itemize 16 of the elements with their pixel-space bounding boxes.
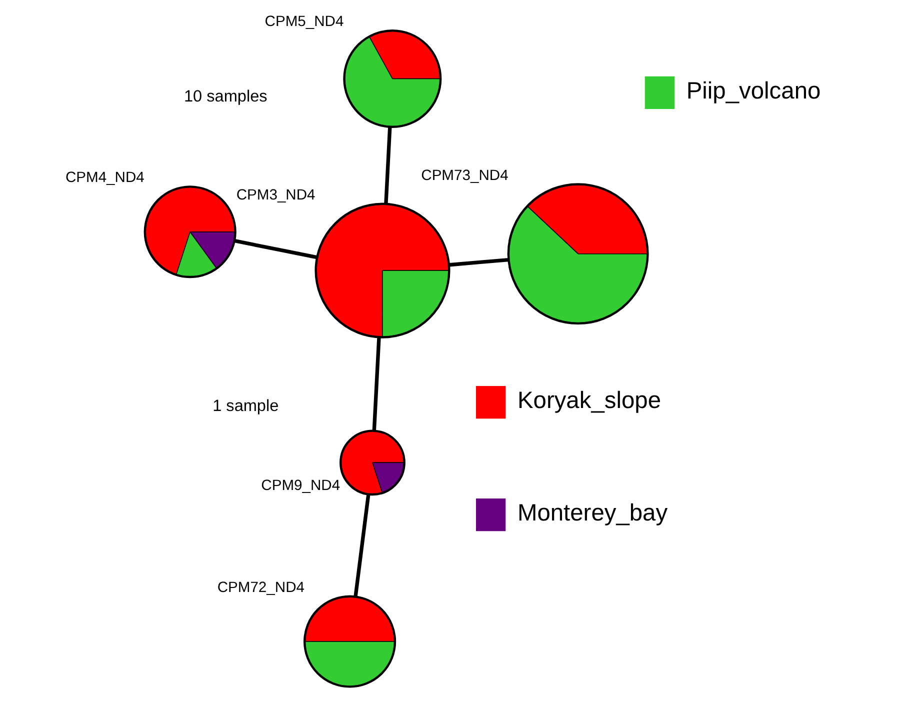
node-label: CPM72_ND4 (216, 580, 304, 596)
label: 10 samples (184, 87, 267, 106)
connector (384, 127, 392, 204)
legend-label: Monterey_bay (516, 500, 668, 526)
node-label: CPM9_ND4 (260, 478, 340, 494)
connector (372, 337, 380, 431)
connector (448, 258, 508, 267)
label: 1 sample (212, 396, 278, 415)
node-label: CPM73_ND4 (420, 168, 508, 184)
legend-label: Piip_volcano (686, 78, 820, 104)
node-label: CPM5_ND4 (264, 14, 344, 30)
connector (234, 239, 317, 260)
node-label: CPM3_ND4 (236, 187, 315, 204)
legend-label: Koryak_slope (516, 388, 661, 414)
connector (353, 494, 370, 597)
node-label: CPM4_ND4 (64, 170, 144, 186)
